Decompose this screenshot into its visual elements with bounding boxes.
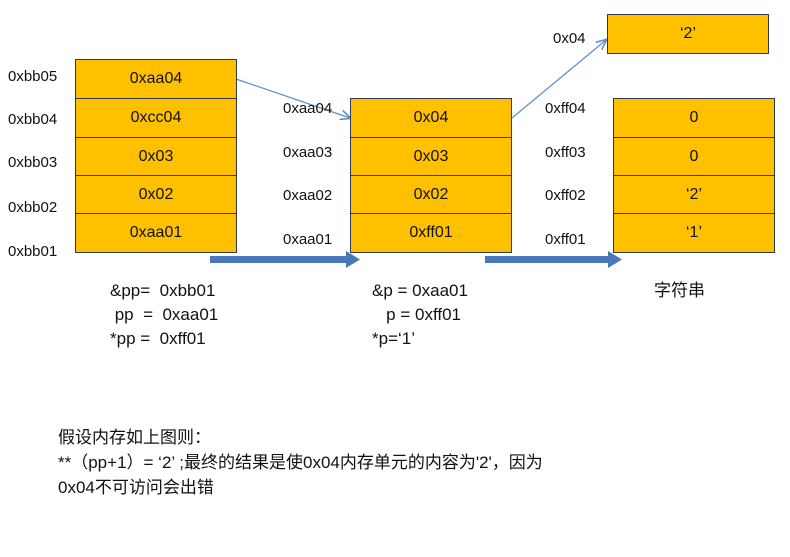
pointer-line-pp-to-p [235, 78, 350, 118]
address-label: 0xff03 [545, 144, 586, 161]
address-label: 0xff04 [545, 100, 586, 117]
block-arrow-2 [485, 251, 622, 268]
note-line: 假设内存如上图则： [58, 428, 211, 447]
memory-cell: 0xff01 [350, 213, 512, 253]
note-line: 0x04不可访问会出错 [58, 478, 214, 497]
address-label: 0xaa03 [283, 144, 333, 161]
address-label: 0x04 [553, 30, 586, 47]
memory-cell: 0x02 [350, 175, 512, 214]
memory-cell: 0x02 [75, 175, 237, 214]
address-label: 0xbb04 [8, 111, 58, 128]
memory-cell: 0x03 [350, 137, 512, 176]
address-label: 0xff02 [545, 187, 586, 204]
memory-cell: 0 [613, 137, 775, 176]
address-label: 0xaa01 [283, 231, 333, 248]
address-label: 0xbb03 [8, 154, 58, 171]
memory-cell: 0 [613, 98, 775, 138]
address-label: 0xbb01 [8, 243, 58, 260]
memory-cell: ‘2’ [607, 14, 769, 54]
note-line: **（pp+1）= ‘2’ ;最终的结果是使0x04内存单元的内容为'2'，因为 [58, 453, 543, 472]
memory-cell: ‘1’ [613, 213, 775, 253]
address-label: 0xaa04 [283, 100, 333, 117]
p-caption-line: &p = 0xaa01 [372, 281, 468, 300]
memory-cell: 0xaa04 [75, 59, 237, 99]
pointer-line-p-to-0x04 [511, 40, 606, 119]
p-caption-line: *p=‘1’ [372, 329, 416, 348]
memory-cell: 0xcc04 [75, 98, 237, 138]
pp-caption-line: *pp = 0xff01 [110, 329, 206, 348]
pp-caption-line: &pp= 0xbb01 [110, 281, 216, 300]
block-arrow-1 [210, 251, 360, 268]
address-label: 0xbb02 [8, 199, 58, 216]
address-label: 0xff01 [545, 231, 586, 248]
pp-caption-line: pp = 0xaa01 [110, 305, 219, 324]
memory-cell: 0x03 [75, 137, 237, 176]
memory-cell: 0x04 [350, 98, 512, 138]
address-label: 0xbb05 [8, 68, 58, 85]
string-caption: 字符串 [654, 281, 705, 300]
memory-cell: 0xaa01 [75, 213, 237, 253]
address-label: 0xaa02 [283, 187, 333, 204]
p-caption-line: p = 0xff01 [372, 305, 462, 324]
memory-cell: ‘2’ [613, 175, 775, 214]
